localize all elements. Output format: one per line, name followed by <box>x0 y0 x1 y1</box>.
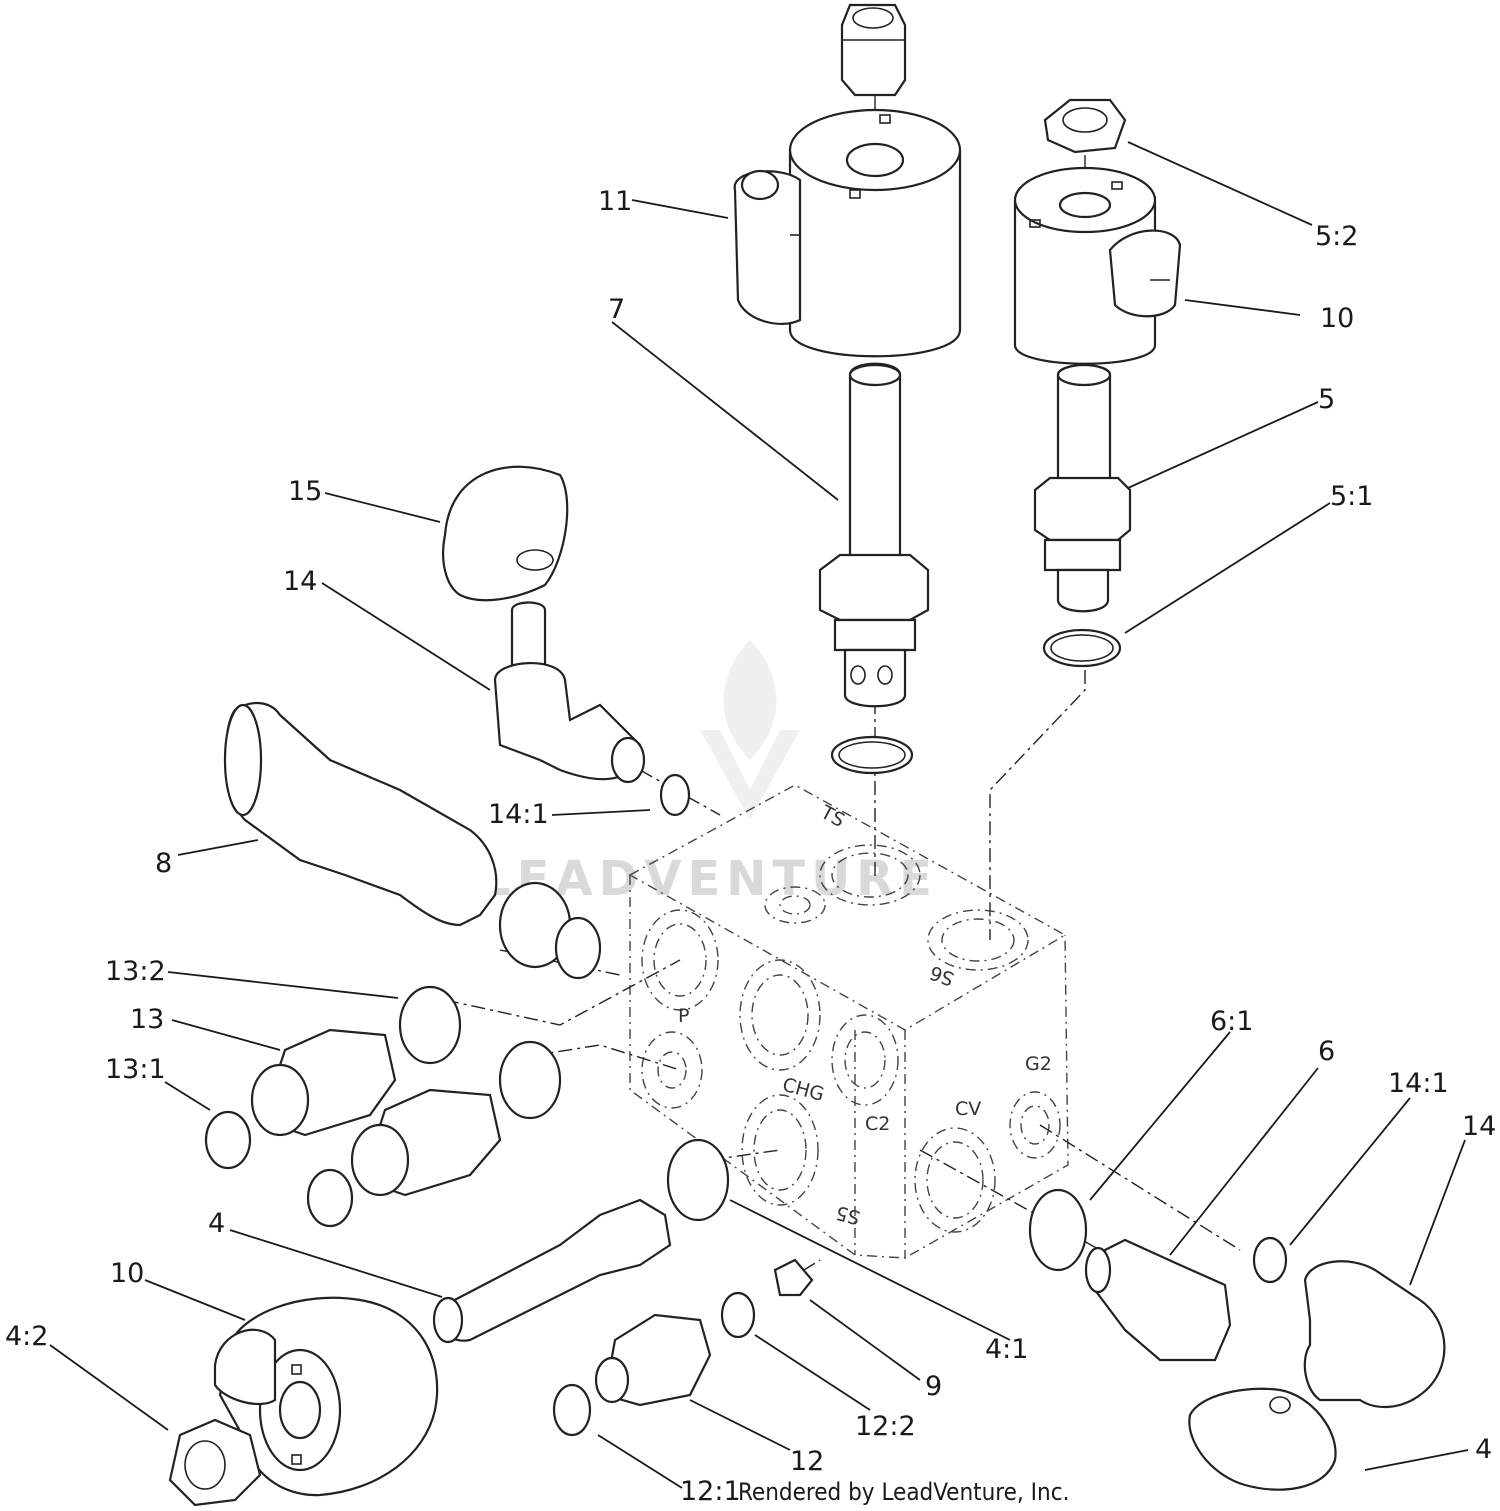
callout-14-1-left: 14:1 <box>488 799 549 830</box>
port-label-chg: CHG <box>780 1074 827 1106</box>
part-14-elbow-top <box>493 601 691 817</box>
part-6-plug <box>1028 1188 1232 1362</box>
watermark-logo <box>700 640 800 820</box>
part-5-cartridge-valve <box>1033 363 1132 668</box>
port-label-c2: C2 <box>865 1113 890 1135</box>
port-label-p: P <box>678 1005 689 1027</box>
callout-12: 12 <box>790 1446 824 1477</box>
callout-12-2: 12:2 <box>855 1411 916 1442</box>
callout-11: 11 <box>598 186 632 217</box>
callout-13: 13 <box>130 1004 164 1035</box>
callout-9: 9 <box>925 1371 942 1402</box>
part-13-fittings <box>204 985 562 1228</box>
part-10-lower-coil <box>213 1296 439 1497</box>
callout-14-1-right: 14:1 <box>1388 1068 1449 1099</box>
callout-4-2: 4:2 <box>5 1321 48 1352</box>
port-label-s5: S5 <box>834 1201 863 1229</box>
port-label-ts: TS <box>816 801 848 832</box>
callout-8: 8 <box>155 848 172 879</box>
manifold-block <box>628 784 1069 1259</box>
callout-15: 15 <box>288 476 322 507</box>
part-15-cap <box>442 465 569 602</box>
part-7-cartridge-valve <box>818 362 930 775</box>
callout-4-mid: 4 <box>208 1208 225 1239</box>
callout-6-1: 6:1 <box>1210 1006 1253 1037</box>
callout-12-1: 12:1 <box>680 1476 741 1507</box>
callout-5-2: 5:2 <box>1315 221 1358 252</box>
port-label-cv: CV <box>955 1098 981 1120</box>
part-5-2-nut <box>1043 98 1127 154</box>
callout-13-2: 13:2 <box>105 956 166 987</box>
part-9-12-fittings <box>552 1258 814 1437</box>
rendered-by-credit: Rendered by LeadVenture, Inc. <box>738 1478 1069 1506</box>
callout-10-top: 10 <box>1320 303 1354 334</box>
part-10-small-coil <box>1013 166 1182 365</box>
part-14-elbow-bottom <box>1188 1236 1446 1491</box>
part-11-solenoid-coil <box>733 3 962 358</box>
callout-6: 6 <box>1318 1036 1335 1067</box>
part-4-2-nut <box>168 1418 262 1507</box>
callout-5-1: 5:1 <box>1330 481 1373 512</box>
part-4-solenoid-stem <box>432 1138 730 1344</box>
callout-10-bottom: 10 <box>110 1258 144 1289</box>
callout-4-1: 4:1 <box>985 1334 1028 1365</box>
part-8-relief-valve <box>223 702 602 980</box>
callout-4-bottom: 4 <box>1475 1434 1492 1465</box>
callout-14-right: 14 <box>1462 1111 1496 1142</box>
callout-5: 5 <box>1318 384 1335 415</box>
callout-13-1: 13:1 <box>105 1054 166 1085</box>
callout-7: 7 <box>608 294 625 325</box>
callout-14-top: 14 <box>283 566 317 597</box>
port-label-g2: G2 <box>1025 1053 1052 1075</box>
